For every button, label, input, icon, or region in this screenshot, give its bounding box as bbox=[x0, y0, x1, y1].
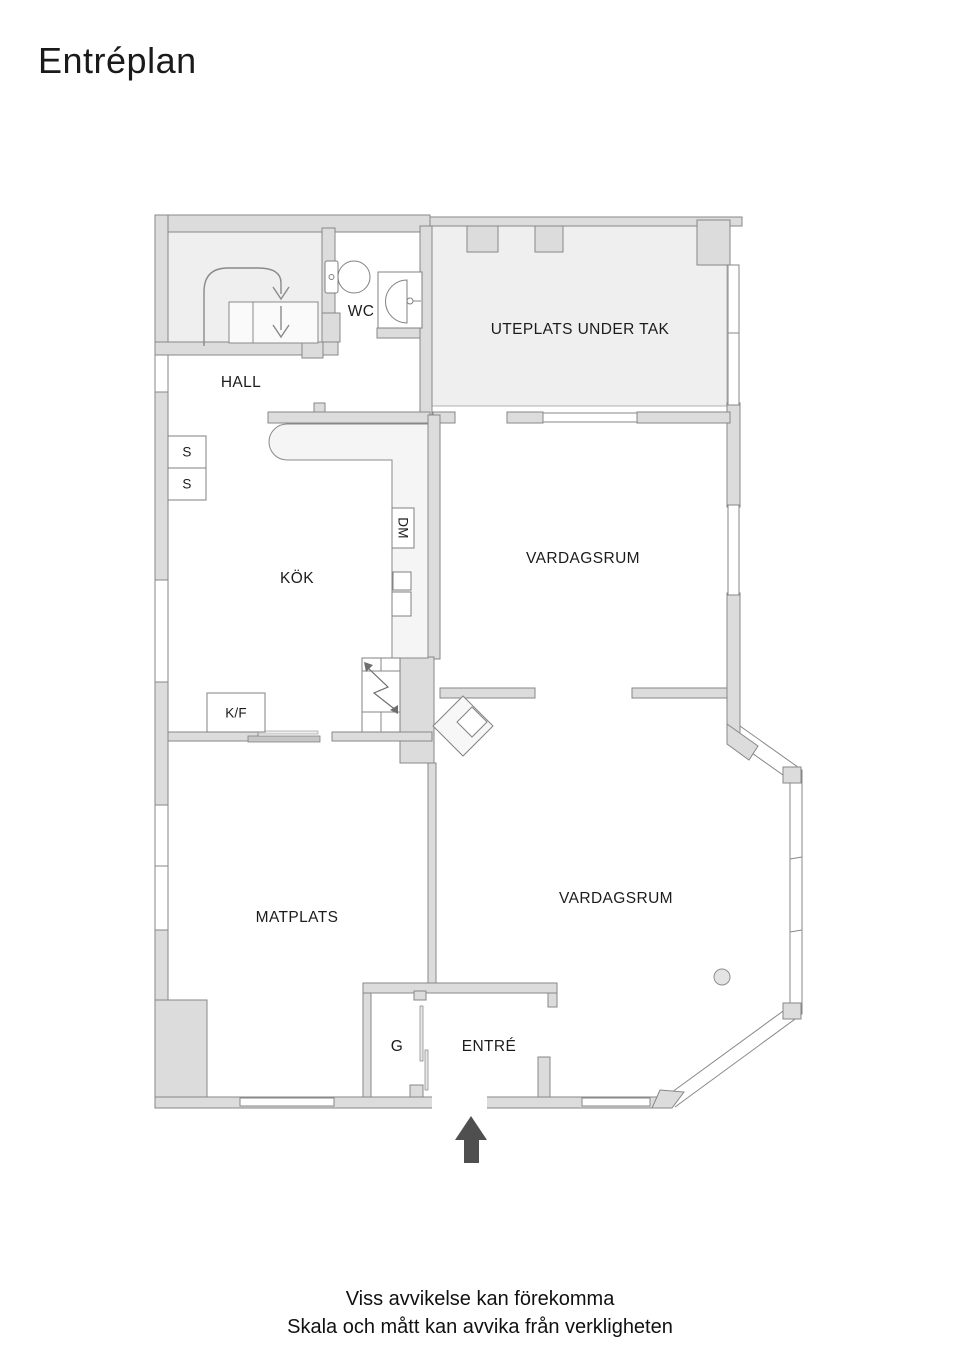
room-label-uteplats: UTEPLATS UNDER TAK bbox=[490, 321, 670, 338]
fridge-freezer-box bbox=[206, 692, 266, 733]
fireplace-icon bbox=[432, 695, 494, 757]
bay-window bbox=[651, 723, 803, 1109]
lightning-icon bbox=[365, 665, 398, 712]
pillar bbox=[534, 225, 564, 253]
fixture-label-kf: K/F bbox=[225, 705, 247, 721]
entry-door-opening bbox=[432, 1095, 487, 1109]
room-label-hall: HALL bbox=[220, 374, 262, 391]
room-label-matplats: MATPLATS bbox=[255, 909, 339, 926]
walls bbox=[154, 214, 743, 1109]
sink-icon bbox=[377, 271, 423, 329]
room-label-kok: KÖK bbox=[280, 570, 314, 587]
room-label-vardagsrum-lower: VARDAGSRUM bbox=[559, 890, 673, 907]
column-circle bbox=[713, 968, 731, 986]
disclaimer-line-2: Skala och mått kan avvika från verklighe… bbox=[287, 1316, 673, 1338]
sliding-door-kitchen bbox=[247, 730, 321, 743]
fixture-label-dm: DM bbox=[395, 517, 411, 539]
dishwasher-box bbox=[391, 507, 415, 549]
room-label-entre: ENTRÉ bbox=[461, 1038, 517, 1055]
wardrobe-box-1 bbox=[167, 435, 207, 469]
fixture-label-s2: S bbox=[182, 476, 192, 492]
windows bbox=[154, 264, 740, 1109]
stove-box bbox=[361, 657, 401, 733]
page-title: Entréplan bbox=[38, 40, 197, 81]
north-arrow-icon bbox=[455, 1116, 487, 1163]
room-label-garderob: G bbox=[390, 1038, 404, 1055]
room-label-wc: WC bbox=[347, 303, 375, 320]
sliding-door-entre bbox=[419, 1005, 429, 1091]
toilet-icon bbox=[324, 260, 371, 294]
room-label-vardagsrum-upper: VARDAGSRUM bbox=[526, 550, 640, 567]
glass-door bbox=[542, 412, 638, 423]
fixture-label-s1: S bbox=[182, 444, 192, 460]
thick-corner-block bbox=[154, 999, 208, 1105]
stairs-icon bbox=[203, 267, 319, 346]
cabinet-boxes bbox=[167, 435, 266, 733]
wardrobe-box-2 bbox=[167, 467, 207, 501]
pillar bbox=[466, 225, 499, 253]
uteplats-floor bbox=[431, 225, 728, 407]
kitchen-counter bbox=[268, 423, 429, 659]
disclaimer-line-1: Viss avvikelse kan förekomma bbox=[345, 1288, 615, 1310]
